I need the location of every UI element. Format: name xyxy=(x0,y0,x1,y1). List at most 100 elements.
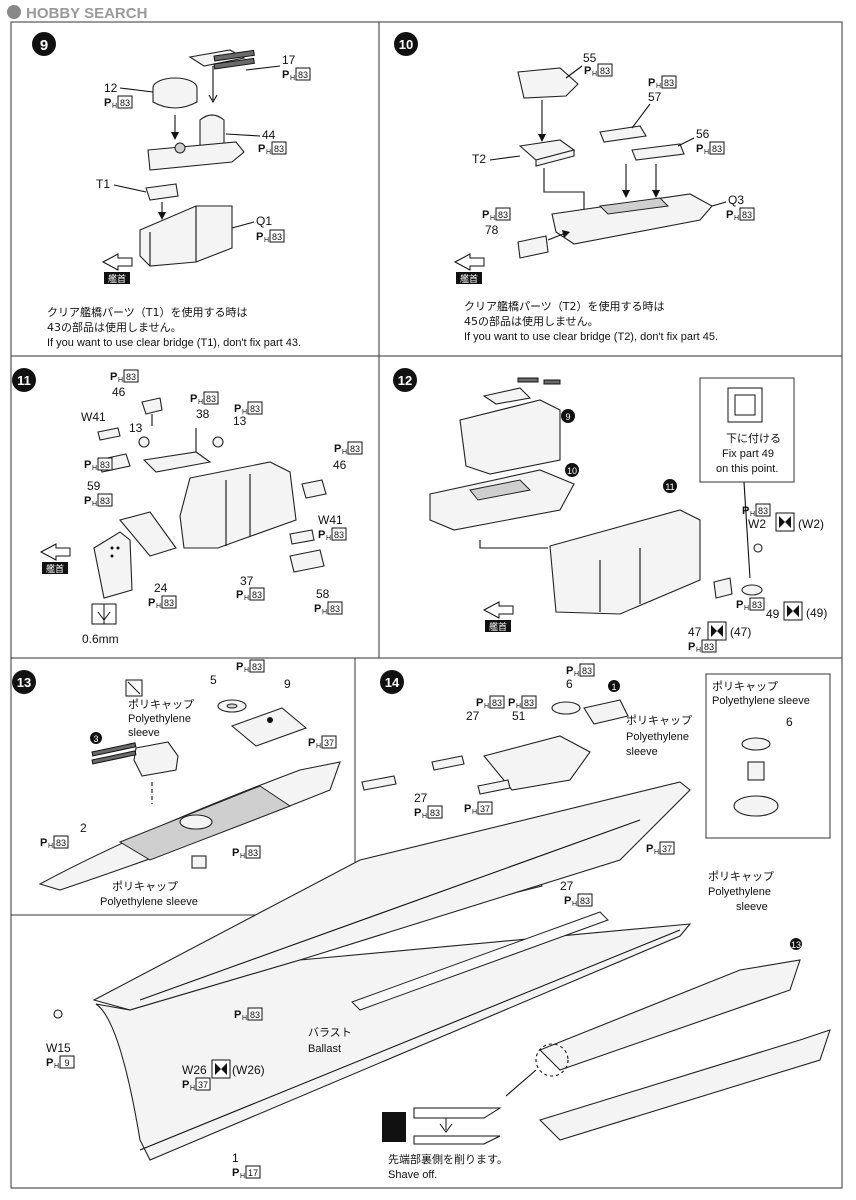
part-label: 49 xyxy=(766,607,780,621)
paint-code-number: 17 xyxy=(248,1168,258,1178)
drill-size: 0.6mm xyxy=(82,632,119,646)
part-label: W41 xyxy=(318,513,343,527)
paint-sub: H xyxy=(54,1063,59,1070)
part-label: 27 xyxy=(414,791,428,805)
clear-part-icon xyxy=(783,601,803,621)
part-label: W2 xyxy=(748,517,766,531)
paint-code-number: 83 xyxy=(704,642,714,652)
paint-code-number: 83 xyxy=(252,662,262,672)
part-5-barbette xyxy=(217,699,247,713)
paint-sub: H xyxy=(656,83,661,90)
paint-prefix: P xyxy=(736,599,743,611)
paint-code-box xyxy=(701,639,717,653)
paint-sub: H xyxy=(266,149,271,156)
part-label: Q3 xyxy=(728,193,744,207)
paint-prefix: P xyxy=(566,665,573,677)
step-number-badge xyxy=(394,32,418,56)
ballast-plate xyxy=(351,911,609,1011)
poly-en-1: Polyethylene xyxy=(128,713,191,725)
part-label: 51 xyxy=(512,709,526,723)
assembled-foredeck: 13 xyxy=(505,938,831,1141)
paint-prefix: P xyxy=(232,847,239,859)
paint-code-number: 83 xyxy=(248,848,258,858)
paint-sub: H xyxy=(516,703,521,710)
paint-prefix: P xyxy=(314,603,321,615)
bow-direction-icon: 艦首 xyxy=(39,543,71,575)
paint-sub: H xyxy=(654,849,659,856)
poly-en-right-2: sleeve xyxy=(736,901,768,913)
step-number-badge xyxy=(32,32,56,56)
ballast-en: Ballast xyxy=(308,1043,341,1055)
paint-code-number: 83 xyxy=(298,70,308,80)
paint-code-box xyxy=(203,391,219,405)
paint-code-number: 37 xyxy=(480,804,490,814)
paint-code-box xyxy=(347,441,363,455)
panel-step14 xyxy=(10,657,843,1189)
step-number: 13 xyxy=(17,675,31,690)
part-49 xyxy=(741,584,763,596)
part-47 xyxy=(713,577,733,599)
clear-part-icon xyxy=(211,1059,231,1079)
part-label: 2 xyxy=(80,821,87,835)
part-6-barbette xyxy=(551,701,581,715)
paint-prefix: P xyxy=(334,443,341,455)
part-38 xyxy=(142,428,212,473)
paint-sub: H xyxy=(422,813,427,820)
part-label: 59 xyxy=(87,479,101,493)
paint-sub: H xyxy=(316,743,321,750)
paint-prefix: P xyxy=(482,209,489,221)
paint-code-box xyxy=(477,801,493,815)
paint-prefix: P xyxy=(182,1079,189,1091)
part-label: 44 xyxy=(262,128,276,142)
step10-assembly: 10 xyxy=(429,463,579,531)
part-T2-clear-bridge xyxy=(518,139,576,167)
paint-sub: H xyxy=(704,149,709,156)
paint-prefix: P xyxy=(648,77,655,89)
part-3-turret xyxy=(91,741,179,804)
part-label: (W26) xyxy=(232,1063,265,1077)
paint-code-number: 83 xyxy=(334,530,344,540)
step11-assembly: 11 xyxy=(549,479,701,615)
paint-code-box xyxy=(97,457,113,471)
poly-en-2: sleeve xyxy=(128,727,160,739)
paint-code-number: 83 xyxy=(126,372,136,382)
part-56 xyxy=(631,143,685,161)
paint-code-box xyxy=(755,503,771,517)
part-W41-left xyxy=(97,427,121,441)
part-label: (W2) xyxy=(798,517,824,531)
part-label: 9 xyxy=(284,677,291,691)
paint-code-box xyxy=(661,75,677,89)
note-jp-1: クリア艦橋パーツ（T1）を使用する時は xyxy=(47,305,248,319)
ballast-jp: バラスト xyxy=(308,1026,352,1039)
part-78-bracket xyxy=(517,230,570,259)
paint-code-box xyxy=(327,601,343,615)
part-46-right xyxy=(301,479,327,499)
paint-prefix: P xyxy=(318,529,325,541)
paint-prefix: P xyxy=(190,393,197,405)
paint-code-box xyxy=(245,1165,261,1179)
paint-code-box xyxy=(331,527,347,541)
step-14: 14 6 1 ポリキャップ Polyethylene sleeve 27 51 … xyxy=(46,670,831,1181)
paint-code-box xyxy=(247,401,263,415)
part-T1-clear-bridge xyxy=(145,183,179,220)
part-57 xyxy=(599,125,647,143)
paint-code-number: 37 xyxy=(198,1080,208,1090)
note-en: If you want to use clear bridge (T1), do… xyxy=(47,337,301,349)
paint-code-number: 83 xyxy=(274,144,284,154)
part-label: 12 xyxy=(104,81,118,95)
bow-direction-icon: 艦首 xyxy=(101,253,133,285)
step-number-badge xyxy=(12,368,36,392)
part-W2 xyxy=(753,543,763,553)
paint-sub: H xyxy=(240,1173,245,1180)
